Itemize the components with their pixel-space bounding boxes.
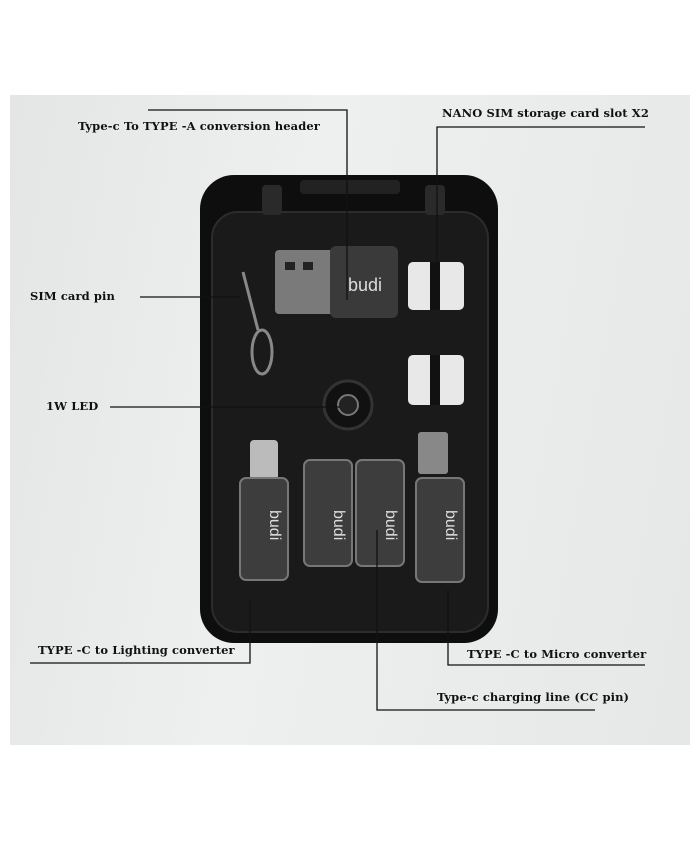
svg-text:budi: budi <box>442 510 459 540</box>
sim-pin <box>241 271 274 376</box>
label-nano-sim-slot: NANO SIM storage card slot X2 <box>442 106 649 120</box>
svg-text:budi: budi <box>266 510 283 540</box>
svg-text:budi: budi <box>330 510 347 540</box>
svg-text:budi: budi <box>382 510 399 540</box>
label-led: 1W LED <box>46 399 99 413</box>
micro-connector <box>418 432 448 474</box>
label-type-c-to-type-a: Type-c To TYPE -A conversion header <box>78 119 320 133</box>
led <box>322 379 374 431</box>
label-type-c-to-lightning: TYPE -C to Lighting converter <box>38 643 235 657</box>
label-charging-line: Type-c charging line (CC pin) <box>437 690 630 704</box>
sim-slots <box>408 262 464 405</box>
leader-lines <box>30 109 645 711</box>
brand-logo: budi <box>348 275 382 295</box>
converter-logos: budi budi budi budi <box>266 510 459 540</box>
converters <box>239 459 465 583</box>
lightning-connector <box>250 440 278 480</box>
label-type-c-to-micro: TYPE -C to Micro converter <box>467 647 647 661</box>
label-sim-card-pin: SIM card pin <box>30 289 115 303</box>
